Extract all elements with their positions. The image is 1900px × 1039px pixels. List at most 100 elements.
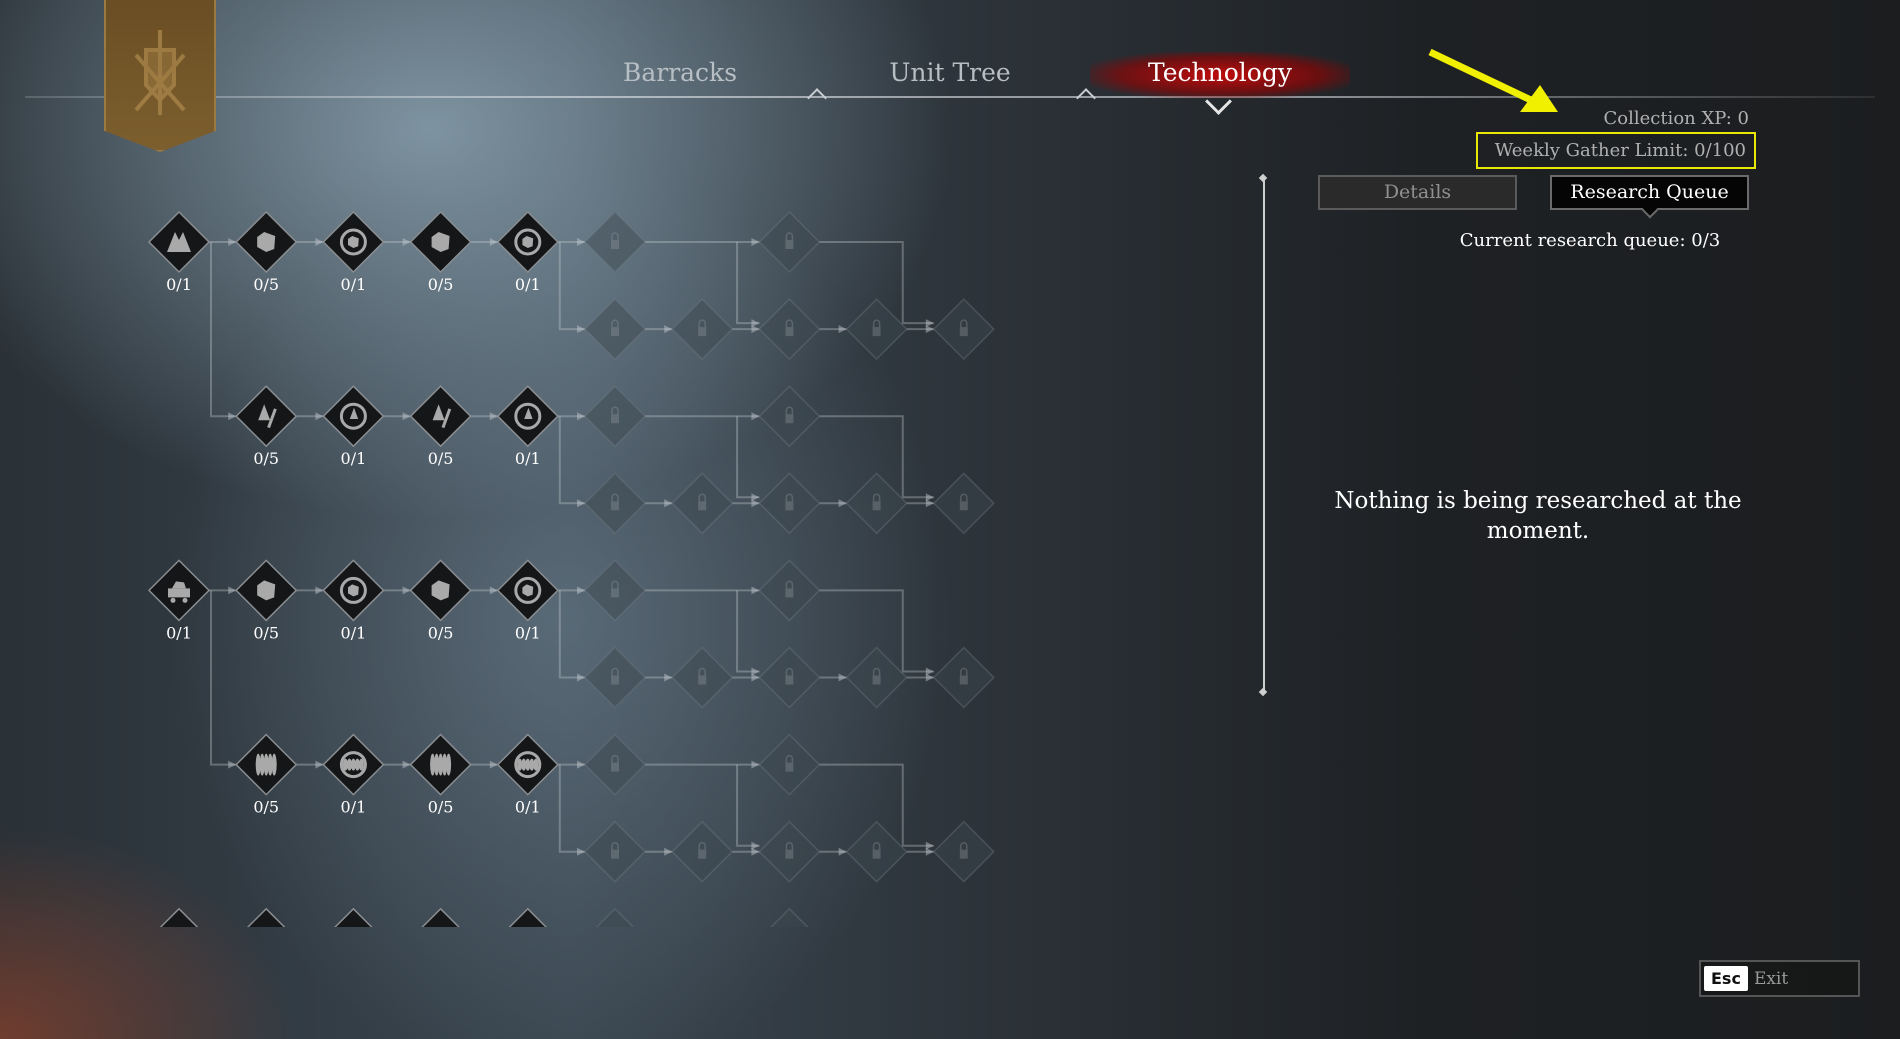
tech-node[interactable]: 0/5 (235, 733, 298, 817)
tech-node[interactable]: 0/5 (235, 210, 298, 294)
locked-tech-node[interactable] (671, 646, 734, 709)
weekly-gather-limit: Weekly Gather Limit: 0/100 (1476, 132, 1756, 169)
tech-node[interactable] (149, 907, 209, 927)
tab-technology[interactable]: Technology (1148, 58, 1292, 87)
connector-line (558, 590, 585, 679)
node-diamond (583, 559, 647, 622)
locked-tech-node[interactable] (758, 820, 821, 883)
locked-tech-node[interactable] (932, 298, 995, 361)
locked-tech-node[interactable] (671, 472, 734, 535)
node-diamond (758, 733, 821, 796)
locked-tech-node[interactable] (583, 820, 647, 883)
arrow-icon (315, 586, 324, 595)
tech-node[interactable]: 0/1 (496, 385, 559, 468)
tech-node[interactable]: 0/1 (322, 559, 385, 642)
arrow-icon (751, 841, 760, 850)
locked-tech-node[interactable] (583, 385, 647, 448)
tech-node[interactable]: 0/5 (235, 385, 298, 468)
arrow-icon (925, 319, 934, 328)
locked-tech-node[interactable] (758, 472, 821, 535)
tech-node[interactable]: 0/1 (147, 210, 211, 294)
arrow-icon (489, 760, 498, 769)
connector-line (736, 764, 760, 847)
locked-tech-node[interactable] (583, 472, 647, 535)
tech-node[interactable]: 0/1 (147, 559, 211, 642)
arrow-icon (489, 586, 498, 595)
locked-tech-node[interactable] (758, 559, 821, 622)
arrow-icon (402, 238, 411, 246)
locked-tech-node[interactable] (759, 907, 819, 927)
arrow-icon (402, 412, 411, 421)
tech-node[interactable] (323, 907, 383, 927)
arrow-icon (489, 238, 498, 246)
lock-icon (959, 667, 968, 685)
node-diamond (932, 820, 995, 883)
collection-xp: Collection XP: 0 (1603, 108, 1749, 129)
node-diamond (334, 907, 373, 927)
lock-icon (872, 319, 881, 337)
locked-tech-node[interactable] (758, 210, 821, 274)
locked-tech-node[interactable] (583, 646, 647, 709)
arrow-icon (489, 412, 498, 421)
tech-node[interactable]: 0/1 (496, 210, 559, 294)
locked-tech-node[interactable] (932, 646, 995, 709)
tree-framed-icon (339, 402, 367, 430)
locked-tech-node[interactable] (758, 298, 821, 361)
locked-tech-node[interactable] (758, 646, 821, 709)
tech-node[interactable]: 0/1 (322, 385, 385, 468)
lock-icon (611, 232, 619, 249)
locked-tech-node[interactable] (845, 472, 908, 535)
locked-tech-node[interactable] (845, 298, 908, 361)
rock-framed-icon (514, 228, 542, 256)
tech-node[interactable] (236, 907, 296, 927)
arrow-icon (838, 499, 847, 508)
tech-node[interactable]: 0/5 (409, 733, 472, 817)
tech-node[interactable]: 0/1 (496, 733, 559, 817)
tech-node[interactable]: 0/5 (409, 385, 472, 468)
arrow-icon (228, 586, 237, 595)
arrow-icon (577, 499, 585, 508)
tech-node[interactable]: 0/1 (496, 559, 559, 642)
locked-tech-node[interactable] (758, 385, 821, 448)
tab-barracks[interactable]: Barracks (622, 58, 738, 87)
locked-tech-node[interactable] (583, 210, 647, 274)
locked-tech-node[interactable] (845, 646, 908, 709)
exit-button[interactable]: Esc Exit (1699, 960, 1860, 997)
lock-icon (698, 842, 707, 859)
node-progress-label: 0/1 (341, 623, 367, 642)
locked-tech-node[interactable] (583, 298, 647, 361)
tech-node[interactable]: 0/5 (409, 210, 472, 294)
empty-queue-message: Nothing is being researched at the momen… (1334, 488, 1742, 544)
locked-tech-node[interactable] (583, 559, 647, 622)
lock-icon (872, 493, 881, 511)
locked-tech-node[interactable] (932, 820, 995, 883)
connector-line (736, 242, 760, 325)
connector-line (558, 242, 585, 331)
arrow-icon (925, 499, 934, 508)
tech-node[interactable] (498, 907, 558, 927)
tech-node[interactable]: 0/1 (322, 733, 385, 817)
lock-icon (698, 667, 707, 685)
locked-tech-node[interactable] (671, 820, 734, 883)
locked-tech-node[interactable] (585, 907, 645, 927)
research-queue-button[interactable]: Research Queue (1550, 175, 1749, 210)
connector-line (558, 764, 585, 853)
node-progress-label: 0/1 (341, 449, 367, 468)
tech-node[interactable] (411, 907, 471, 927)
tech-node[interactable]: 0/5 (235, 559, 298, 642)
arrow-icon (228, 412, 237, 421)
node-progress-label: 0/1 (515, 275, 541, 294)
locked-tech-node[interactable] (671, 298, 734, 361)
locked-tech-node[interactable] (758, 733, 821, 796)
node-diamond (583, 820, 647, 883)
lock-icon (611, 754, 619, 772)
tech-node[interactable]: 0/5 (409, 559, 472, 642)
tech-node[interactable]: 0/1 (322, 210, 385, 294)
locked-tech-node[interactable] (932, 472, 995, 535)
locked-tech-node[interactable] (583, 733, 647, 796)
tab-unit-tree[interactable]: Unit Tree (889, 58, 1011, 87)
node-diamond (932, 472, 995, 535)
details-button[interactable]: Details (1318, 175, 1517, 210)
tree-axe-icon (432, 404, 452, 429)
locked-tech-node[interactable] (845, 820, 908, 883)
